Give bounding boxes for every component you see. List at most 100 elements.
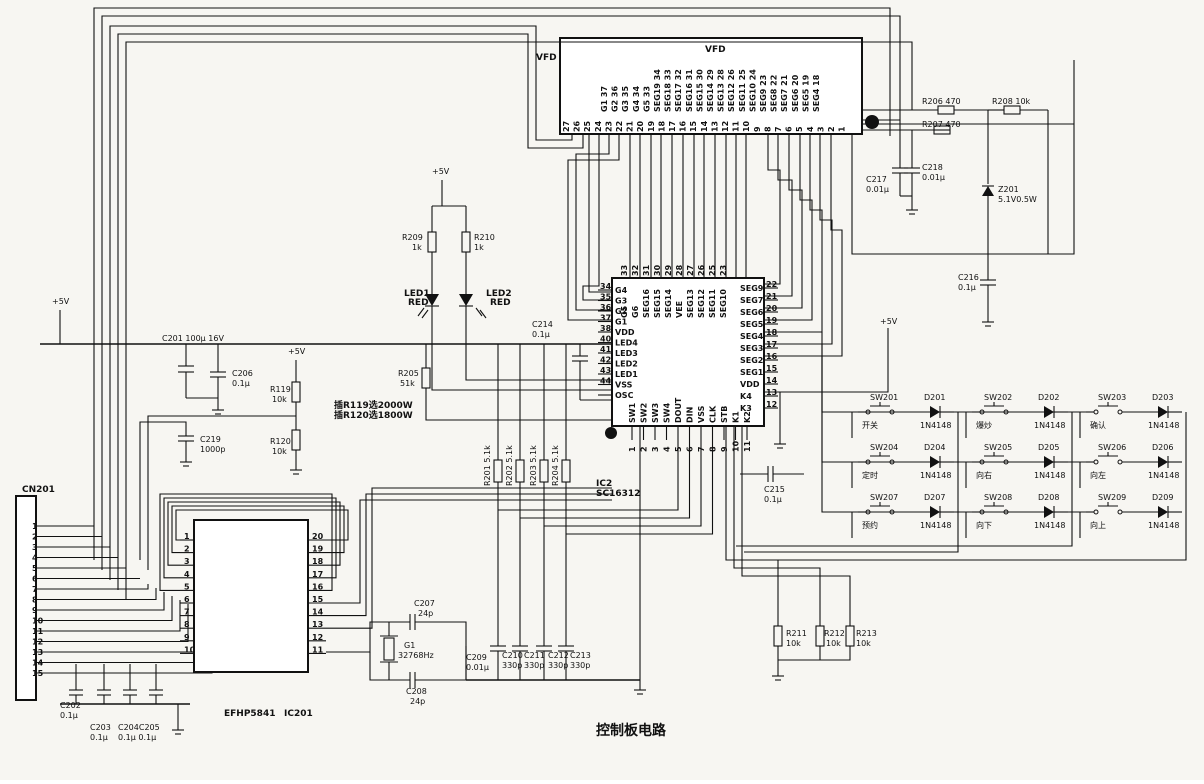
led1-color: RED [408,298,429,308]
vfd-wire [764,134,813,321]
note-r119: 插R119选2000W [334,399,413,411]
ic201-left-pin-number: 4 [184,570,190,579]
vfd-pin-number: 27 [562,121,571,132]
ic2-left-pin-number: 42 [600,356,611,365]
ic201-left-pin-number: 6 [184,595,190,604]
cn201-pin-number: 5 [32,564,38,573]
c214-label: C214 [532,320,553,329]
ic2-right-pin-name: SEG5 [740,320,764,329]
ic2-top-pin-number: 33 [620,265,629,276]
note-r120: 插R120选1800W [334,409,413,421]
ic2-left-pin-name: G4 [615,286,628,295]
ic2-right-pin-number: 15 [766,364,778,373]
vfd-wire [764,134,843,357]
r206-body [937,105,955,115]
vfd-segment-label: G1 37 [600,86,609,112]
vfd-segment-label: SEG15 30 [695,69,704,112]
ic2-right-pin-name: SEG9 [740,284,764,293]
capacitor-value: 330p [502,661,522,670]
capacitor-value: 330p [548,661,568,670]
ic2-left-pin-name: G2 [615,307,627,316]
capacitor-label: C211 [524,651,545,660]
pulldown-resistors: R211 10k R212 10k R213 10k [725,426,877,681]
led-section: +5V R209 1k R210 1k LED1 RED LED2 RED [402,167,612,391]
vfd-pin-number: 12 [721,121,730,132]
r205-value: 51k [400,379,415,388]
ic2-bottom-pin-name: VSS [697,405,706,423]
ic2-bottom-pin-name: K2 [743,411,752,423]
vfd-pin-number: 22 [615,121,624,132]
z201-label: Z201 [998,185,1019,194]
c215-group: C215 0.1μ [740,466,804,504]
r212-label: R212 [824,629,845,638]
g1-value: 32768Hz [398,651,434,660]
cn201-pin-number: 9 [32,606,38,615]
vfd-dot-marker [865,115,879,129]
ic201-right-pin-number: 16 [312,582,324,591]
diode-id: D207 [924,493,945,502]
diode-symbol [1158,456,1168,468]
resistor-body [561,459,571,483]
ic2-right-pin-name: SEG3 [740,344,763,353]
ic2-right-pin-name: SEG1 [740,368,764,377]
bypass-caps: C202 0.1μ C203 0.1μ C204C205 0.1μ 0.1μ [60,664,190,742]
ic2-left-pin-name: LED1 [615,370,638,379]
ic2-left-pin-number: 34 [600,282,612,291]
ic201-part: EFHP5841 [224,709,275,719]
ic201-right-pin-number: 13 [312,620,323,629]
vfd-pin-number: 6 [785,126,794,132]
vfd-supply-network: R206 470 R208 10k R207 470 C217 0.01μ C2… [866,97,1049,327]
switch-id: SW206 [1098,443,1126,452]
c209-label: C209 [466,653,487,662]
r208-body [1003,105,1021,115]
ic2-right-pin-name: SEG6 [740,308,764,317]
z201-symbol [982,186,994,196]
vfd-segment-label: SEG9 23 [759,75,768,112]
r213-value: 10k [856,639,871,648]
vfd-segment-label: SEG16 31 [685,69,694,112]
ic201-body [193,519,309,673]
diode-id: D202 [1038,393,1059,402]
vfd-pin-number: 8 [763,126,772,132]
ic2-part: SC16312 [596,489,640,499]
ic2-right-pin-name: SEG4 [740,332,764,341]
cn201-pin-number: 3 [32,543,38,552]
vfd-label-left: VFD [536,53,557,63]
ic2-bottom-pin-number: 10 [732,440,741,452]
vfd-segment-label: SEG12 26 [727,69,736,112]
ic2-left-pin-number: 38 [600,324,612,333]
c215-value: 0.1μ [764,495,782,504]
c218-value: 0.01μ [922,173,945,182]
diode-part: 1N4148 [920,471,951,480]
vfd-segment-label: SEG4 18 [812,74,821,112]
ic201-right-pin-number: 20 [312,532,324,541]
ic2-bottom-pin-name: SW4 [663,402,672,423]
ic201-left-pin-number: 1 [184,532,190,541]
vfd-pin-number: 15 [689,120,698,132]
vfd-pin-number: 26 [573,120,582,132]
switch-id: SW203 [1098,393,1126,402]
r205-label: R205 [398,369,419,378]
ic2-top-pin-name: SEG16 [642,289,651,318]
resistor-label: R201 5.1k [483,445,492,486]
ic2-right-pin-name: K3 [740,404,752,413]
vfd-segment-label: SEG10 24 [748,69,757,112]
ic2-top-pin-number: 25 [708,264,717,276]
ic201-right-pin-number: 19 [312,545,324,554]
resistor-body [515,459,525,483]
g1-label: G1 [404,641,415,650]
vfd-pin-number: 3 [816,126,825,132]
top-bus-wires [93,7,1075,600]
switch-function-label: 向上 [1090,520,1106,530]
ic2-left-pin-name: G3 [615,297,627,306]
r119-value: 10k [272,395,287,404]
ic2-bottom-pin-number: 3 [651,446,660,452]
